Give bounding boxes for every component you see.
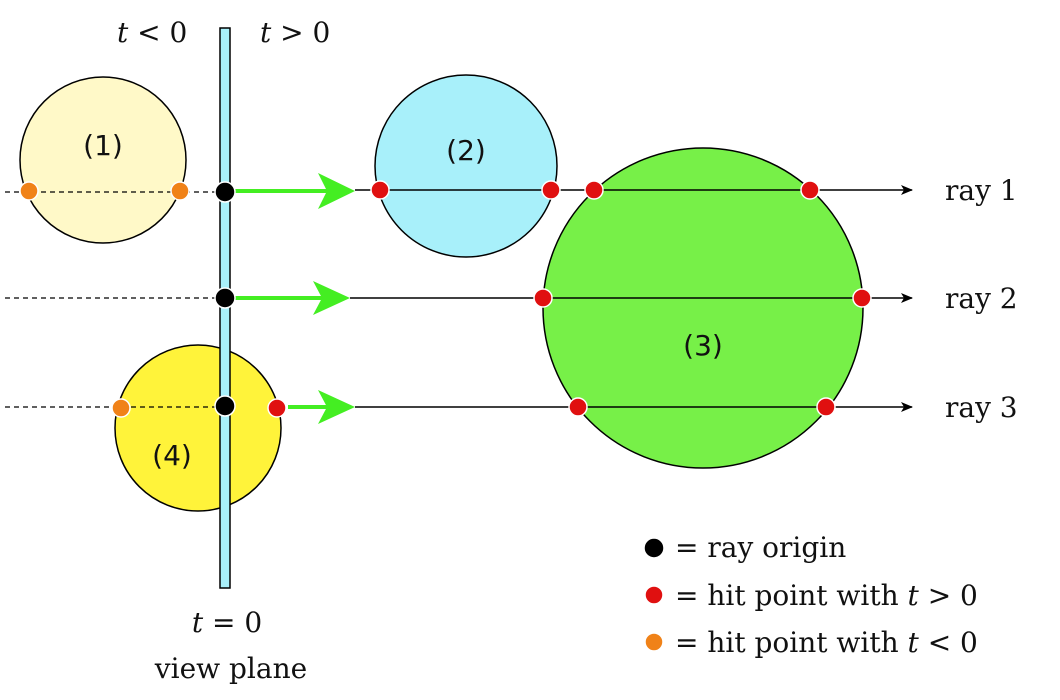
sphere-1-label: (1) [83, 129, 123, 162]
hit-positive-point [541, 180, 561, 200]
legend-hit-negative-rest: < 0 [919, 626, 978, 659]
legend-origin-text: = ray origin [675, 531, 846, 564]
sphere-2 [374, 74, 558, 258]
ray-1-label: ray 1 [945, 174, 1018, 207]
hit-positive-point [568, 397, 588, 417]
hit-negative-point [111, 398, 131, 418]
sphere-4 [114, 344, 282, 512]
ray-3-origin-dot [214, 395, 236, 417]
t-positive-label: t > 0 [260, 16, 330, 49]
sphere-1 [19, 76, 187, 244]
hit-positive-point [584, 180, 604, 200]
legend-hit-positive-var: t [908, 579, 920, 612]
legend-hit-negative-text: = hit point with t < 0 [675, 626, 978, 659]
ray-1-origin-dot [214, 181, 236, 203]
sphere-2-label: (2) [446, 134, 486, 167]
sphere-3-label: (3) [683, 329, 723, 362]
ray-3-direction-arrow [288, 390, 355, 424]
ray-3-label: ray 3 [945, 391, 1018, 424]
t-positive-rest: > 0 [271, 16, 330, 49]
t-zero-rest: = 0 [203, 606, 262, 639]
hit-positive-point [852, 288, 872, 308]
hit-positive-point [533, 288, 553, 308]
t-negative-rest: < 0 [128, 16, 187, 49]
t-negative-label: t < 0 [117, 16, 187, 49]
legend-origin-swatch [643, 537, 665, 559]
hit-positive-point [800, 180, 820, 200]
legend-hit-positive-rest: > 0 [919, 579, 978, 612]
t-negative-var: t [117, 16, 129, 49]
ray-2-origin-dot [214, 287, 236, 309]
t-zero-var: t [192, 606, 204, 639]
legend: = ray origin = hit point with t > 0 = hi… [643, 531, 978, 659]
legend-hit-positive-text: = hit point with t > 0 [675, 579, 978, 612]
hit-positive-point [267, 398, 287, 418]
ray-2-direction-arrow [230, 281, 350, 315]
ray-1-direction-arrow [230, 173, 355, 209]
sphere-3 [542, 147, 864, 469]
legend-hit-positive-prefix: = hit point with [675, 579, 908, 612]
sphere-4-label: (4) [152, 439, 192, 472]
legend-hit-positive-swatch [644, 585, 664, 605]
hit-positive-point [370, 180, 390, 200]
ray-2-label: ray 2 [945, 282, 1018, 315]
t-zero-label: t = 0 [192, 606, 262, 639]
hit-negative-point [170, 181, 190, 201]
view-plane-label: view plane [154, 652, 307, 685]
legend-hit-negative-prefix: = hit point with [675, 626, 908, 659]
hit-positive-point [816, 397, 836, 417]
t-positive-var: t [260, 16, 272, 49]
hit-negative-point [19, 181, 39, 201]
legend-hit-negative-swatch [644, 632, 664, 652]
legend-hit-negative-var: t [908, 626, 920, 659]
